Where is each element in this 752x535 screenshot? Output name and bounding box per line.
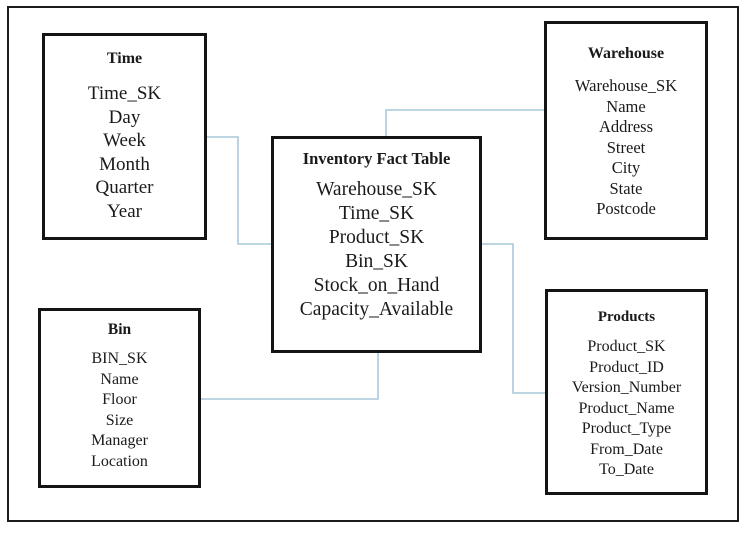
field: Warehouse_SK xyxy=(574,76,678,95)
connector-bin-to-fact xyxy=(201,353,379,400)
field: Street xyxy=(606,137,646,157)
field: Quarter xyxy=(95,177,154,198)
field: Manager xyxy=(91,432,148,449)
field: Year xyxy=(106,200,142,222)
field: Stock_on_Hand xyxy=(313,275,440,296)
entity-title-warehouse: Warehouse xyxy=(587,45,665,62)
connector-warehouse-to-fact xyxy=(385,109,544,136)
field: From_Date xyxy=(590,440,663,458)
entity-fields-fact: Warehouse_SK Time_SK Product_SK Bin_SK Stock… xyxy=(274,178,479,322)
field: Product_SK xyxy=(587,338,666,355)
field: Version_Number xyxy=(571,379,682,396)
field: Day xyxy=(108,106,141,128)
field: Capacity_Available xyxy=(299,299,454,320)
field: Bin_SK xyxy=(345,251,408,272)
entity-products-dimension: Products Product_SK Product_ID Version_Num… xyxy=(545,289,708,495)
field: State xyxy=(609,178,643,198)
connector-products-to-fact xyxy=(482,243,545,394)
entity-title-time: Time xyxy=(106,50,143,67)
field: Name xyxy=(606,96,646,116)
field: Time_SK xyxy=(87,83,162,104)
field: Address xyxy=(598,117,654,136)
field: Floor xyxy=(102,391,137,408)
field: City xyxy=(611,158,641,177)
field: Product_ID xyxy=(589,358,664,376)
entity-inventory-fact-table: Inventory Fact Table Warehouse_SK Time_SK… xyxy=(271,136,482,353)
entity-title-bin: Bin xyxy=(107,321,132,338)
field: To_Date xyxy=(599,461,654,478)
field: Size xyxy=(105,411,134,429)
field: BIN_SK xyxy=(91,350,148,367)
field: Warehouse_SK xyxy=(316,179,437,200)
field: Time_SK xyxy=(338,203,415,224)
field: Product_Type xyxy=(581,420,672,437)
entity-title-fact: Inventory Fact Table xyxy=(302,149,451,168)
entity-title-products: Products xyxy=(597,309,656,325)
diagram-outer-frame xyxy=(7,6,739,522)
field: Month xyxy=(99,153,150,175)
field: Postcode xyxy=(596,199,656,218)
field: Product_Name xyxy=(578,399,675,417)
field: Location xyxy=(91,452,148,470)
connector-time-to-fact xyxy=(207,136,271,245)
field: Name xyxy=(100,370,139,388)
field: Product_SK xyxy=(328,227,425,248)
field: Week xyxy=(103,130,146,151)
